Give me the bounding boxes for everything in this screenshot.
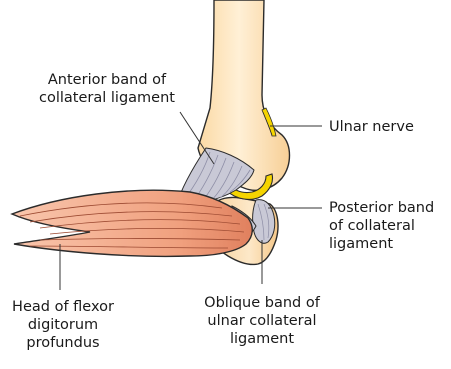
label-head-flexor-line-1: Head of flexor [8, 298, 118, 316]
label-anterior-band-line-2: collateral ligament [22, 89, 192, 107]
label-posterior-band-line-1: Posterior band [329, 199, 434, 217]
label-oblique-band-line-3: ligament [194, 330, 330, 348]
label-posterior-band: Posterior band of collateral ligament [329, 199, 434, 253]
label-ulnar-nerve-line-1: Ulnar nerve [329, 118, 414, 136]
label-head-flexor-line-2: digitorum [8, 316, 118, 334]
label-posterior-band-line-3: ligament [329, 235, 434, 253]
label-anterior-band-line-1: Anterior band of [22, 71, 192, 89]
label-oblique-band: Oblique band of ulnar collateral ligamen… [194, 294, 330, 348]
label-oblique-band-line-2: ulnar collateral [194, 312, 330, 330]
label-anterior-band: Anterior band of collateral ligament [22, 71, 192, 107]
label-head-flexor: Head of flexor digitorum profundus [8, 298, 118, 352]
label-posterior-band-line-2: of collateral [329, 217, 434, 235]
label-ulnar-nerve: Ulnar nerve [329, 118, 414, 136]
label-oblique-band-line-1: Oblique band of [194, 294, 330, 312]
label-head-flexor-line-3: profundus [8, 334, 118, 352]
